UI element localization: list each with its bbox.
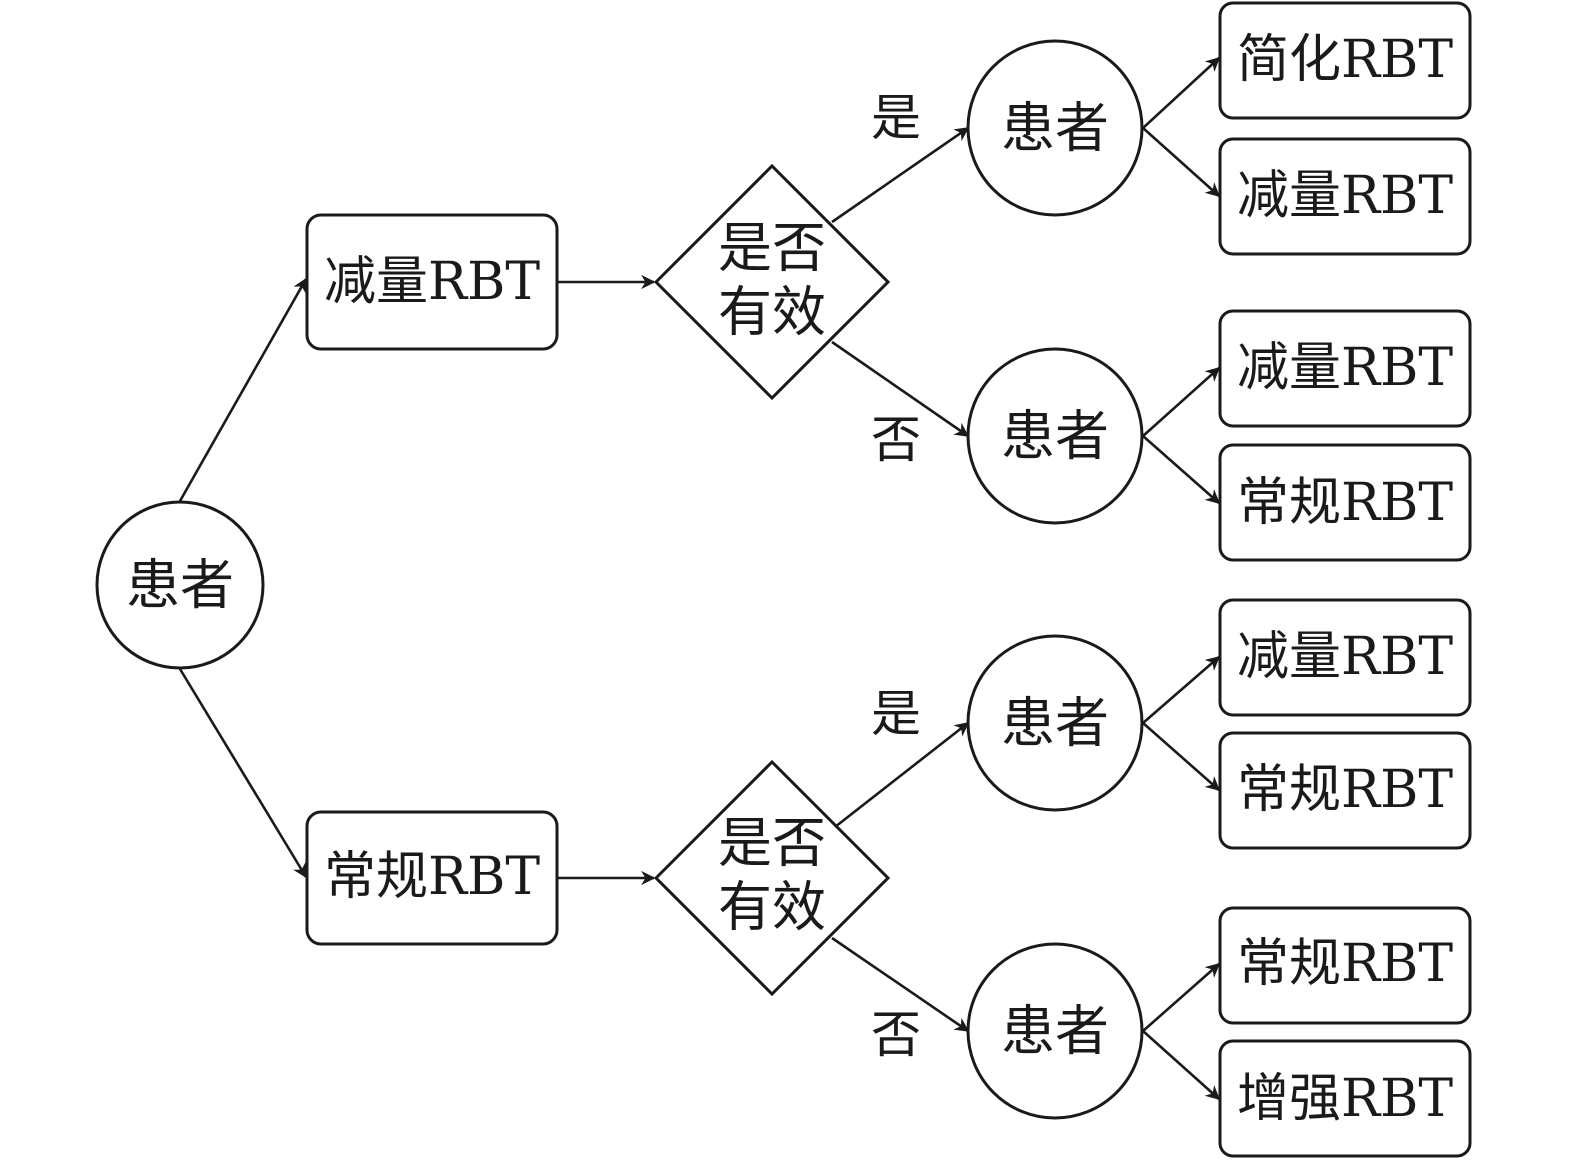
option-label: 增强RBT [1237, 1069, 1453, 1129]
option-box-2b-2: 增强RBT [1218, 1039, 1472, 1158]
option-label: 减量RBT [1237, 338, 1453, 398]
decision-label-line1: 是否 [718, 812, 826, 875]
edge-option [1142, 127, 1221, 197]
patient-label: 患者 [1001, 97, 1109, 160]
patient-node-2b: 患者 [966, 942, 1144, 1120]
edge-yes-2 [834, 721, 970, 829]
option-box-1a-2: 减量RBT [1218, 137, 1472, 256]
edge-label-no: 否 [871, 1006, 921, 1064]
edge-label-yes: 是 [871, 685, 921, 743]
option-label: 常规RBT [1237, 473, 1453, 533]
decision-diamond-1: 是否 有效 [653, 163, 891, 401]
patient-node-2a: 患者 [966, 634, 1144, 812]
treatment-box-reduced: 减量RBT [305, 213, 559, 351]
decision-diamond-2: 是否 有效 [653, 759, 891, 997]
treatment-label: 减量RBT [324, 252, 540, 312]
option-label: 减量RBT [1237, 627, 1453, 687]
decision-label-line1: 是否 [718, 217, 826, 280]
option-box-2a-2: 常规RBT [1218, 731, 1472, 850]
patient-node-1a: 患者 [966, 39, 1144, 217]
option-label: 常规RBT [1237, 934, 1453, 994]
edge-yes-1 [831, 126, 970, 224]
edge-root-to-standard [178, 668, 308, 879]
option-box-2b-1: 常规RBT [1218, 906, 1472, 1025]
edge-option [1142, 656, 1221, 724]
patient-node-1b: 患者 [966, 347, 1144, 525]
edge-option [1142, 722, 1221, 791]
edge-option [1142, 57, 1221, 129]
root-node: 患者 [95, 500, 265, 670]
patient-label: 患者 [1001, 405, 1109, 468]
option-label: 常规RBT [1237, 760, 1453, 820]
option-box-1b-1: 减量RBT [1218, 309, 1472, 428]
edge-label-yes: 是 [871, 89, 921, 147]
edge-no-1 [831, 340, 970, 438]
decision-label-line2: 有效 [718, 281, 826, 344]
edge-option [1142, 963, 1221, 1032]
option-label: 减量RBT [1237, 166, 1453, 226]
edge-option [1142, 435, 1221, 504]
patient-label: 患者 [1001, 692, 1109, 755]
edge-option [1142, 1030, 1221, 1100]
treatment-label: 常规RBT [324, 847, 540, 907]
edge-no-2 [831, 936, 970, 1033]
edge-option [1142, 367, 1221, 437]
option-box-1b-2: 常规RBT [1218, 443, 1472, 562]
option-label: 简化RBT [1237, 30, 1453, 90]
root-node-label: 患者 [126, 554, 234, 617]
option-box-1a-1: 简化RBT [1218, 1, 1472, 120]
edge-label-no: 否 [871, 411, 921, 469]
treatment-box-standard: 常规RBT [305, 810, 559, 946]
edge-root-to-reduced [178, 277, 308, 502]
option-box-2a-1: 减量RBT [1218, 598, 1472, 717]
decision-label-line2: 有效 [718, 876, 826, 939]
patient-label: 患者 [1001, 1000, 1109, 1063]
